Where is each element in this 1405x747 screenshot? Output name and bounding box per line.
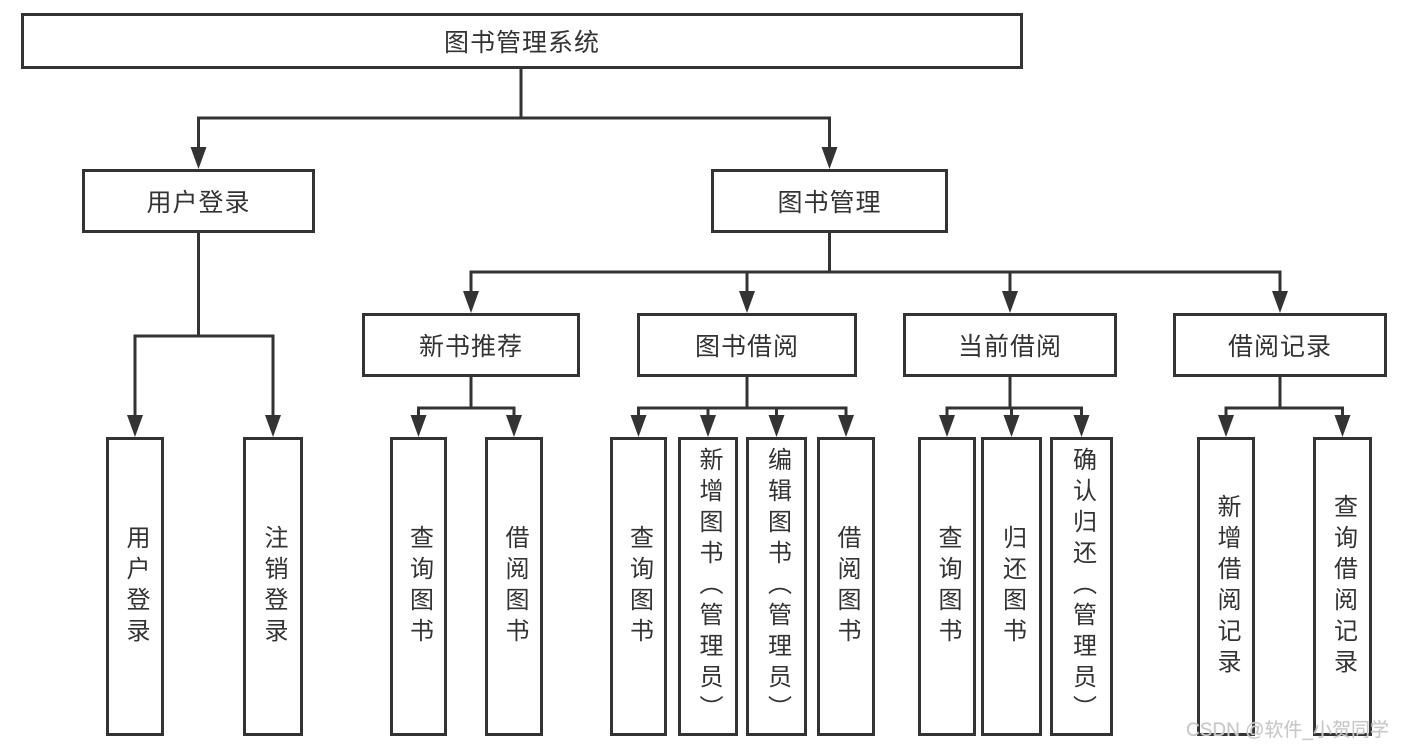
node-user-login: 用户登录 <box>82 169 315 233</box>
leaf-borrow-books-recommend: 借阅图书 <box>485 437 543 736</box>
connector-root-to-level2 <box>197 69 831 149</box>
leaf-borrow-books-borrowing: 借阅图书 <box>817 437 875 736</box>
leaf-return-books-label: 归还图书 <box>998 524 1026 649</box>
leaf-add-borrow-record: 新增借阅记录 <box>1197 437 1255 736</box>
node-user-login-label: 用户登录 <box>146 189 251 217</box>
connector-new-book-rec-children <box>417 377 516 417</box>
leaf-query-books-borrowing-label: 查询图书 <box>625 524 653 649</box>
connector-user-login-children <box>133 233 275 417</box>
node-root: 图书管理系统 <box>21 13 1023 69</box>
node-book-management-label: 图书管理 <box>777 189 882 217</box>
leaf-confirm-return-admin: 确认归还（管理员） <box>1050 437 1113 736</box>
node-current-borrowing-label: 当前借阅 <box>957 333 1062 361</box>
leaf-confirm-return-admin-label: 确认归还（管理员） <box>1068 447 1096 726</box>
leaf-query-borrow-record: 查询借阅记录 <box>1313 437 1372 736</box>
arrowheads-book-mgmt-children <box>463 291 1288 313</box>
arrowheads-user-login-children <box>127 415 281 437</box>
leaf-logout-login: 注销登录 <box>243 437 303 736</box>
node-book-borrowing-label: 图书借阅 <box>694 333 799 361</box>
leaf-query-books-recommend: 查询图书 <box>390 437 447 736</box>
connector-current-borrow-children <box>945 377 1083 417</box>
connector-book-borrow-children <box>637 377 848 417</box>
leaf-user-login: 用户登录 <box>106 437 164 736</box>
arrowheads-current-borrow-children <box>939 415 1090 437</box>
leaf-query-books-recommend-label: 查询图书 <box>405 524 433 649</box>
leaf-edit-books-admin-label: 编辑图书（管理员） <box>763 447 791 726</box>
leaf-return-books: 归还图书 <box>981 437 1042 736</box>
leaf-borrow-books-borrowing-label: 借阅图书 <box>833 524 860 649</box>
node-current-borrowing: 当前借阅 <box>903 313 1117 377</box>
arrowheads-book-borrow-children <box>630 415 854 437</box>
leaf-add-books-admin-label: 新增图书（管理员） <box>695 447 722 726</box>
csdn-watermark: CSDN @软件_小贺同学 <box>1186 720 1389 741</box>
leaf-borrow-books-recommend-label: 借阅图书 <box>501 524 528 649</box>
node-book-borrowing: 图书借阅 <box>637 313 857 377</box>
leaf-query-books-current: 查询图书 <box>918 437 976 736</box>
leaf-logout-login-label: 注销登录 <box>260 524 287 649</box>
leaf-query-borrow-record-label: 查询借阅记录 <box>1329 493 1357 680</box>
leaf-user-login-label: 用户登录 <box>122 524 149 649</box>
leaf-query-books-borrowing: 查询图书 <box>610 437 667 736</box>
node-new-book-recommend: 新书推荐 <box>362 313 580 377</box>
arrowheads-level2 <box>190 147 838 169</box>
node-borrowing-records: 借阅记录 <box>1173 313 1387 377</box>
arrowheads-new-book-rec-children <box>410 415 522 437</box>
node-root-label: 图书管理系统 <box>443 29 600 57</box>
leaf-edit-books-admin: 编辑图书（管理员） <box>746 437 807 736</box>
node-borrowing-records-label: 借阅记录 <box>1227 333 1332 361</box>
arrowheads-borrow-records-children <box>1218 415 1351 437</box>
leaf-query-books-current-label: 查询图书 <box>934 524 961 649</box>
node-new-book-recommend-label: 新书推荐 <box>418 333 523 361</box>
node-book-management: 图书管理 <box>711 169 948 233</box>
connector-book-mgmt-children <box>469 233 1282 293</box>
connector-borrow-records-children <box>1224 377 1344 417</box>
leaf-add-books-admin: 新增图书（管理员） <box>678 437 738 736</box>
leaf-add-borrow-record-label: 新增借阅记录 <box>1213 493 1240 680</box>
